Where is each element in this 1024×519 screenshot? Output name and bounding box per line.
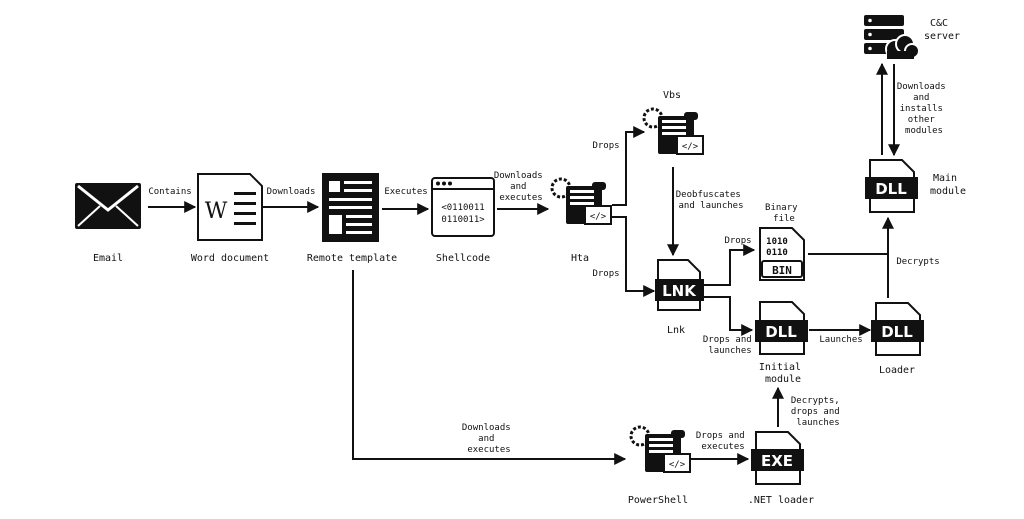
svg-text:W: W — [205, 199, 228, 224]
node-label-main-module: Main module — [930, 173, 966, 197]
svg-text:1010: 1010 — [766, 237, 788, 247]
svg-text:BIN: BIN — [772, 264, 792, 277]
node-label-hta: Hta — [571, 253, 589, 264]
edge-lnk-bin — [703, 244, 756, 286]
envelope-icon — [75, 183, 141, 229]
node-label-remote-template: Remote template — [307, 253, 397, 264]
svg-text:DLL: DLL — [875, 180, 907, 198]
edge-label-drops-lnk: Drops — [592, 269, 619, 279]
template-document-icon — [322, 173, 379, 242]
dll-file-icon: DLL — [865, 159, 918, 213]
edge-label-downloads-installs: Downloads and installs other modules — [897, 82, 951, 136]
powershell-script-icon: </> — [629, 425, 691, 473]
node-label-loader: Loader — [879, 365, 915, 376]
node-label-cc-server: C&C server — [924, 18, 960, 42]
svg-text:0110: 0110 — [766, 248, 788, 258]
node-remote-template: Remote template — [307, 173, 397, 264]
edge-label-drops-bin: Drops — [724, 236, 751, 246]
node-net-loader: EXE .NET loader — [748, 431, 814, 506]
node-binary-file: Binary file 1010 0110 BIN — [759, 203, 805, 281]
edge-label-ps-downloads-executes: Downloads and executes — [462, 423, 516, 455]
vbs-script-icon: </> — [642, 107, 704, 155]
svg-text:EXE: EXE — [761, 452, 793, 470]
node-powershell: </> PowerShell — [628, 425, 691, 506]
node-loader: DLL Loader — [871, 302, 924, 376]
lnk-file-icon: LNK — [655, 259, 704, 311]
node-email: Email — [75, 183, 141, 264]
svg-text:DLL: DLL — [881, 323, 913, 341]
node-vbs: Vbs </> — [642, 90, 704, 155]
server-cloud-icon — [864, 15, 920, 59]
svg-text:DLL: DLL — [765, 323, 797, 341]
word-document-icon: W — [197, 173, 263, 241]
edge-label-decrypts-drops-launches: Decrypts, drops and launches — [791, 396, 845, 428]
binary-file-icon: 1010 0110 BIN — [759, 227, 805, 281]
node-label-lnk: Lnk — [667, 325, 685, 336]
dll-file-icon: DLL — [755, 301, 808, 355]
svg-text:</>: </> — [590, 212, 607, 222]
node-label-word-document: Word document — [191, 253, 269, 264]
edge-label-decrypts: Decrypts — [896, 257, 939, 267]
svg-text:0110011>: 0110011> — [441, 215, 485, 225]
edge-label-drops-vbs: Drops — [592, 141, 619, 151]
edge-label-downloads: Downloads — [267, 187, 316, 197]
edge-lnk-dll — [703, 296, 754, 336]
node-hta: </> Hta — [550, 177, 612, 264]
exe-file-icon: EXE — [751, 431, 804, 485]
node-label-binary-file: Binary file — [765, 203, 803, 224]
edges — [148, 62, 900, 465]
node-lnk: LNK Lnk — [655, 259, 704, 336]
svg-text:<0110011: <0110011 — [441, 203, 484, 213]
edge-label-drops-launches: Drops and launches — [703, 335, 757, 356]
svg-text:</>: </> — [669, 460, 686, 470]
edge-hta-vbs — [612, 126, 646, 206]
node-word-document: W Word document — [191, 173, 269, 264]
edge-label-downloads-executes: Downloads and executes — [494, 171, 548, 203]
svg-text:LNK: LNK — [662, 282, 697, 300]
node-label-powershell: PowerShell — [628, 495, 688, 506]
node-cc-server: C&C server — [864, 15, 960, 59]
dll-file-icon: DLL — [871, 302, 924, 356]
edge-hta-lnk — [612, 216, 656, 297]
edge-label-deobfuscates: Deobfuscates and launches — [676, 190, 746, 211]
svg-text:</>: </> — [682, 142, 699, 152]
edge-labels: Contains Downloads Executes Downloads an… — [148, 82, 951, 455]
node-main-module: DLL Main module — [865, 159, 966, 213]
node-initial-module: DLL Initial module — [755, 301, 808, 385]
edge-label-executes: Executes — [384, 187, 427, 197]
node-label-initial-module: Initial module — [759, 362, 807, 385]
edge-label-launches: Launches — [819, 335, 862, 345]
node-shellcode: <0110011 0110011> Shellcode — [431, 177, 495, 264]
edge-label-contains: Contains — [148, 187, 191, 197]
node-label-vbs: Vbs — [663, 90, 681, 101]
edge-template-powershell — [352, 270, 627, 465]
shellcode-window-icon: <0110011 0110011> — [431, 177, 495, 237]
node-label-shellcode: Shellcode — [436, 253, 490, 264]
hta-script-icon: </> — [550, 177, 612, 225]
node-label-email: Email — [93, 253, 123, 264]
edge-label-ps-drops-executes: Drops and executes — [696, 431, 750, 452]
node-label-net-loader: .NET loader — [748, 495, 814, 506]
